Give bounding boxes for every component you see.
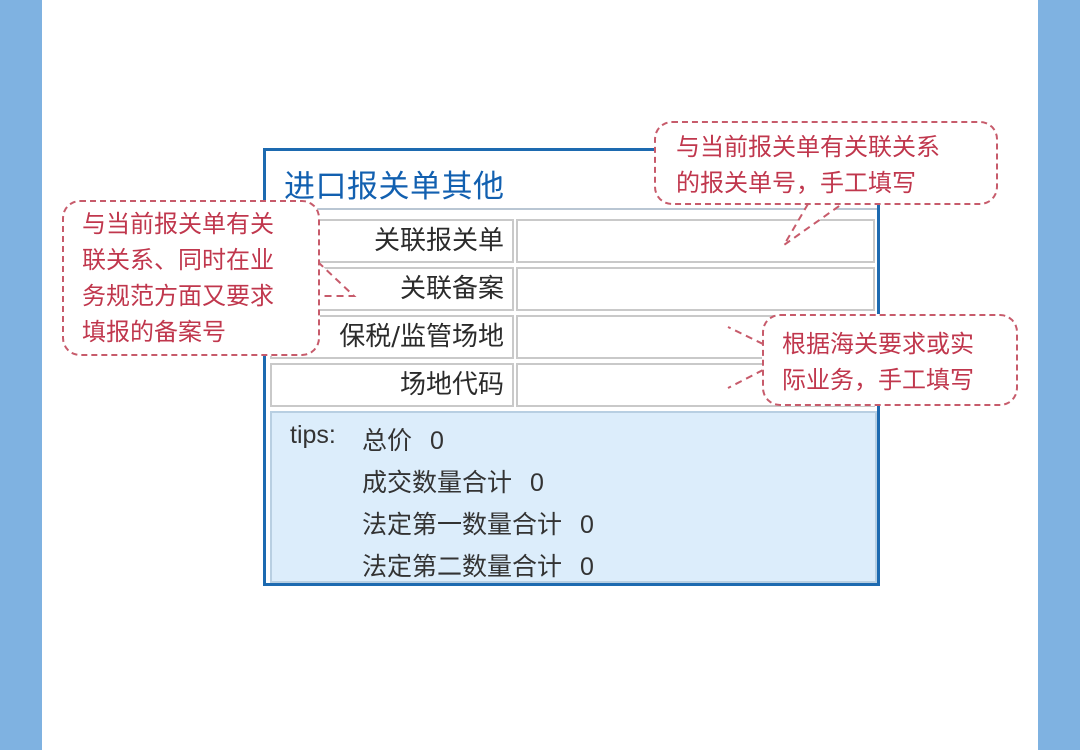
left-side-band xyxy=(0,0,42,750)
tips-legal-first-quantity-label: 法定第一数量合计 xyxy=(362,510,563,539)
tips-prefix: tips: xyxy=(290,421,336,449)
site-code-label: 场地代码 xyxy=(270,363,514,407)
panel-title: 进口报关单其他 xyxy=(284,169,505,205)
related-declaration-input[interactable] xyxy=(516,219,875,263)
tips-legal-first-quantity-total: 法定第一数量合计 0 xyxy=(362,505,594,541)
tips-total-price-value: 0 xyxy=(430,427,444,455)
tips-total-price-label: 总价 xyxy=(362,426,413,455)
callout-left-line-4: 填报的备案号 xyxy=(82,318,226,346)
tips-legal-second-quantity-label: 法定第二数量合计 xyxy=(362,552,563,581)
tips-deal-quantity-label: 成交数量合计 xyxy=(362,468,513,497)
field-row-related-record: 关联备案 xyxy=(270,267,875,311)
field-row-related-declaration: 关联报关单 xyxy=(270,219,875,263)
callout-left-line-3: 务规范方面又要求 xyxy=(82,282,274,310)
tips-deal-quantity-total: 成交数量合计 0 xyxy=(362,463,544,499)
tips-legal-first-quantity-value: 0 xyxy=(580,511,594,539)
tips-deal-quantity-value: 0 xyxy=(530,469,544,497)
callout-left-line-1: 与当前报关单有关 xyxy=(82,210,274,238)
callout-related-declaration: 与当前报关单有关联关系 的报关单号，手工填写 xyxy=(654,121,998,205)
callout-top-line-1: 与当前报关单有关联关系 xyxy=(676,133,940,161)
callout-related-record: 与当前报关单有关 联关系、同时在业 务规范方面又要求 填报的备案号 xyxy=(62,200,320,356)
callout-site-fields: 根据海关要求或实 际业务，手工填写 xyxy=(762,314,1018,406)
tips-legal-second-quantity-value: 0 xyxy=(580,553,594,581)
callout-left-line-2: 联关系、同时在业 xyxy=(82,246,274,274)
callout-right-line-2: 际业务，手工填写 xyxy=(782,366,974,394)
related-record-input[interactable] xyxy=(516,267,875,311)
title-divider xyxy=(266,208,877,210)
right-side-band xyxy=(1038,0,1080,750)
callout-right-line-1: 根据海关要求或实 xyxy=(782,330,974,358)
tips-total-price: 总价 0 xyxy=(362,421,444,457)
tips-legal-second-quantity-total: 法定第二数量合计 0 xyxy=(362,547,594,583)
callout-top-line-2: 的报关单号，手工填写 xyxy=(676,169,916,197)
tips-panel: tips: 总价 0 成交数量合计 0 法定第一数量合计 0 法定第二数量合计 0 xyxy=(270,411,877,583)
